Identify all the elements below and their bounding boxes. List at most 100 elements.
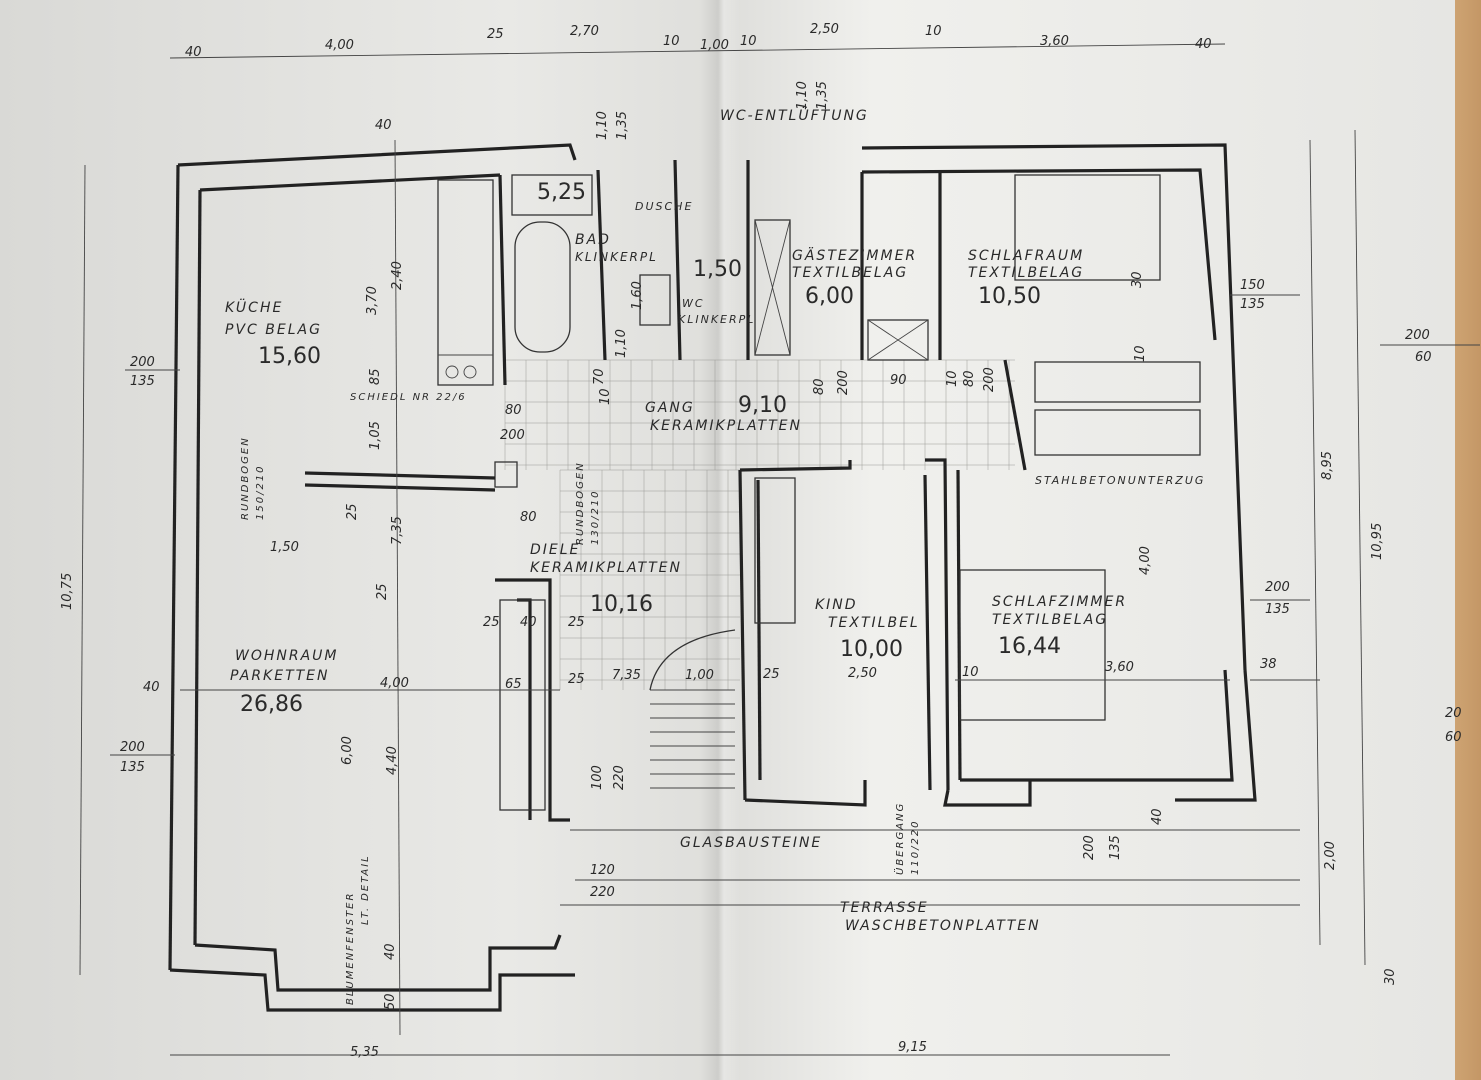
dim-win-edge-top: 200: [1405, 328, 1430, 343]
dim-top-1: 4,00: [325, 38, 354, 53]
note-rundbogen-mid: RUNDBOGEN: [575, 461, 586, 545]
dim-left-total: 10,75: [60, 572, 75, 610]
dim-105: 1,05: [368, 421, 383, 450]
dim-200r: 2,00: [1323, 841, 1338, 870]
dim-25b: 25: [375, 583, 390, 600]
note-glasbausteine: GLASBAUSTEINE: [680, 835, 823, 851]
dim-80c: 80: [812, 378, 827, 395]
room-area-gang: 9,10: [738, 393, 787, 418]
dim-80a: 80: [505, 403, 522, 418]
fixtures: [437, 174, 1201, 811]
room-area-schlafzimmer: 16,44: [998, 634, 1061, 659]
room-area-bad: 5,25: [537, 180, 586, 205]
room-area-wc: 1,50: [693, 257, 742, 282]
dim-win-edge2-top: 20: [1445, 706, 1462, 721]
dim-360: 3,60: [1105, 660, 1134, 675]
dim-25f: 25: [763, 667, 780, 682]
room-name-gang: GANG: [645, 400, 695, 416]
dim-440: 4,40: [385, 746, 400, 775]
room-name-wohnraum: WOHNRAUM: [235, 648, 339, 664]
dim-bottom-left: 5,35: [350, 1045, 379, 1060]
room-name-diele: DIELE: [530, 542, 581, 558]
dimension-lines: [79, 43, 1480, 1056]
dim-top-0: 40: [185, 45, 202, 60]
dim-110: 1,10: [614, 329, 629, 358]
room-floor-schlafraum: TEXTILBELAG: [968, 265, 1085, 281]
dim-400w: 4,00: [380, 676, 409, 691]
dim-top-4: 10: [663, 34, 680, 49]
staircase: [649, 629, 736, 789]
dim-10a: 10: [962, 665, 979, 680]
dim-win-schlafraum-bot: 135: [1240, 297, 1265, 312]
dim-135t: 135: [1108, 835, 1123, 860]
dim-top-2: 25: [487, 27, 504, 42]
note-rundbogen-mid-dim: 130/210: [590, 489, 601, 545]
dim-right-mid: 8,95: [1320, 451, 1335, 480]
dim-735b: 7,35: [612, 668, 641, 683]
room-name-schlafzimmer: SCHLAFZIMMER: [992, 594, 1128, 610]
dim-top-vert-a: 1,10: [595, 111, 610, 140]
dim-top-vert-b: 1,35: [615, 111, 630, 140]
note-blumenfenster-2: LT. DETAIL: [360, 854, 371, 925]
room-area-gaestezimmer: 6,00: [805, 284, 854, 309]
room-area-schlafraum: 10,50: [978, 284, 1041, 309]
dim-top-7: 2,50: [810, 22, 839, 37]
dim-top-8: 10: [925, 24, 942, 39]
dim-50: 50: [383, 993, 398, 1010]
dim-win-kueche-top: 200: [130, 355, 155, 370]
dim-25d: 25: [568, 615, 585, 630]
dim-25c: 25: [483, 615, 500, 630]
room-name-bad: BAD: [575, 232, 611, 248]
dim-bottom-right: 9,15: [898, 1040, 927, 1055]
room-area-wohnraum: 26,86: [240, 692, 303, 717]
dim-win-kueche-bot: 135: [130, 374, 155, 389]
paper-fold: [700, 0, 740, 1080]
room-name-kind: KIND: [815, 597, 858, 613]
dim-80b: 80: [520, 510, 537, 525]
dim-win-left-40: 40: [143, 680, 160, 695]
dim-240: 2,40: [390, 261, 405, 290]
dim-top-5: 1,00: [700, 38, 729, 53]
dim-160: 1,60: [630, 281, 645, 310]
dim-735: 7,35: [390, 516, 405, 545]
outer-walls: [168, 143, 1257, 1012]
dim-100: 1,00: [685, 668, 714, 683]
dim-30b: 30: [1130, 271, 1145, 288]
dim-40c: 40: [520, 615, 537, 630]
room-name-schlafraum: SCHLAFRAUM: [968, 248, 1085, 264]
dim-85: 85: [368, 368, 383, 385]
room-floor-bad: KLINKERPL: [575, 250, 658, 264]
room-floor-wc: KLINKERPL: [678, 313, 756, 326]
note-waschbeton: WASCHBETONPLATTEN: [845, 918, 1041, 934]
note-rundbogen-left-dim: 150/210: [255, 464, 266, 520]
room-name-gaestezimmer: GÄSTEZIMMER: [792, 248, 918, 264]
dim-top-9: 3,60: [1040, 34, 1069, 49]
room-name-dusche: DUSCHE: [635, 200, 694, 213]
room-area-kind: 10,00: [840, 637, 903, 662]
tile-grid-corridor: [504, 359, 1015, 690]
dim-70: 70: [592, 368, 607, 385]
dim-10c: 10: [945, 370, 960, 387]
dim-250: 2,50: [848, 666, 877, 681]
dim-win-schlafz-bot: 135: [1265, 602, 1290, 617]
note-uebergang: ÜBERGANG: [895, 801, 906, 875]
room-floor-gaestezimmer: TEXTILBELAG: [792, 265, 909, 281]
room-floor-kueche: PVC BELAG: [225, 322, 322, 338]
dim-65: 65: [505, 677, 522, 692]
dim-10d: 10: [1133, 345, 1148, 362]
note-blumenfenster: BLUMENFENSTER: [345, 891, 356, 1005]
dim-right-total: 10,95: [1370, 522, 1385, 560]
dim-30: 30: [1383, 968, 1398, 985]
note-schiedl: SCHIEDL NR 22/6: [350, 392, 467, 403]
note-uebergang-dim: 110/220: [910, 819, 921, 875]
dim-38: 38: [1260, 657, 1277, 672]
dim-top-3: 2,70: [570, 24, 599, 39]
dim-400k: 4,00: [1138, 546, 1153, 575]
dim-370: 3,70: [365, 286, 380, 315]
dim-win-schlafraum-top: 150: [1240, 278, 1265, 293]
dim-top-10: 40: [1195, 37, 1212, 52]
dim-80d: 80: [962, 370, 977, 387]
dim-90: 90: [890, 373, 907, 388]
room-name-wc: WC: [682, 297, 705, 310]
dim-25e: 25: [568, 672, 585, 687]
